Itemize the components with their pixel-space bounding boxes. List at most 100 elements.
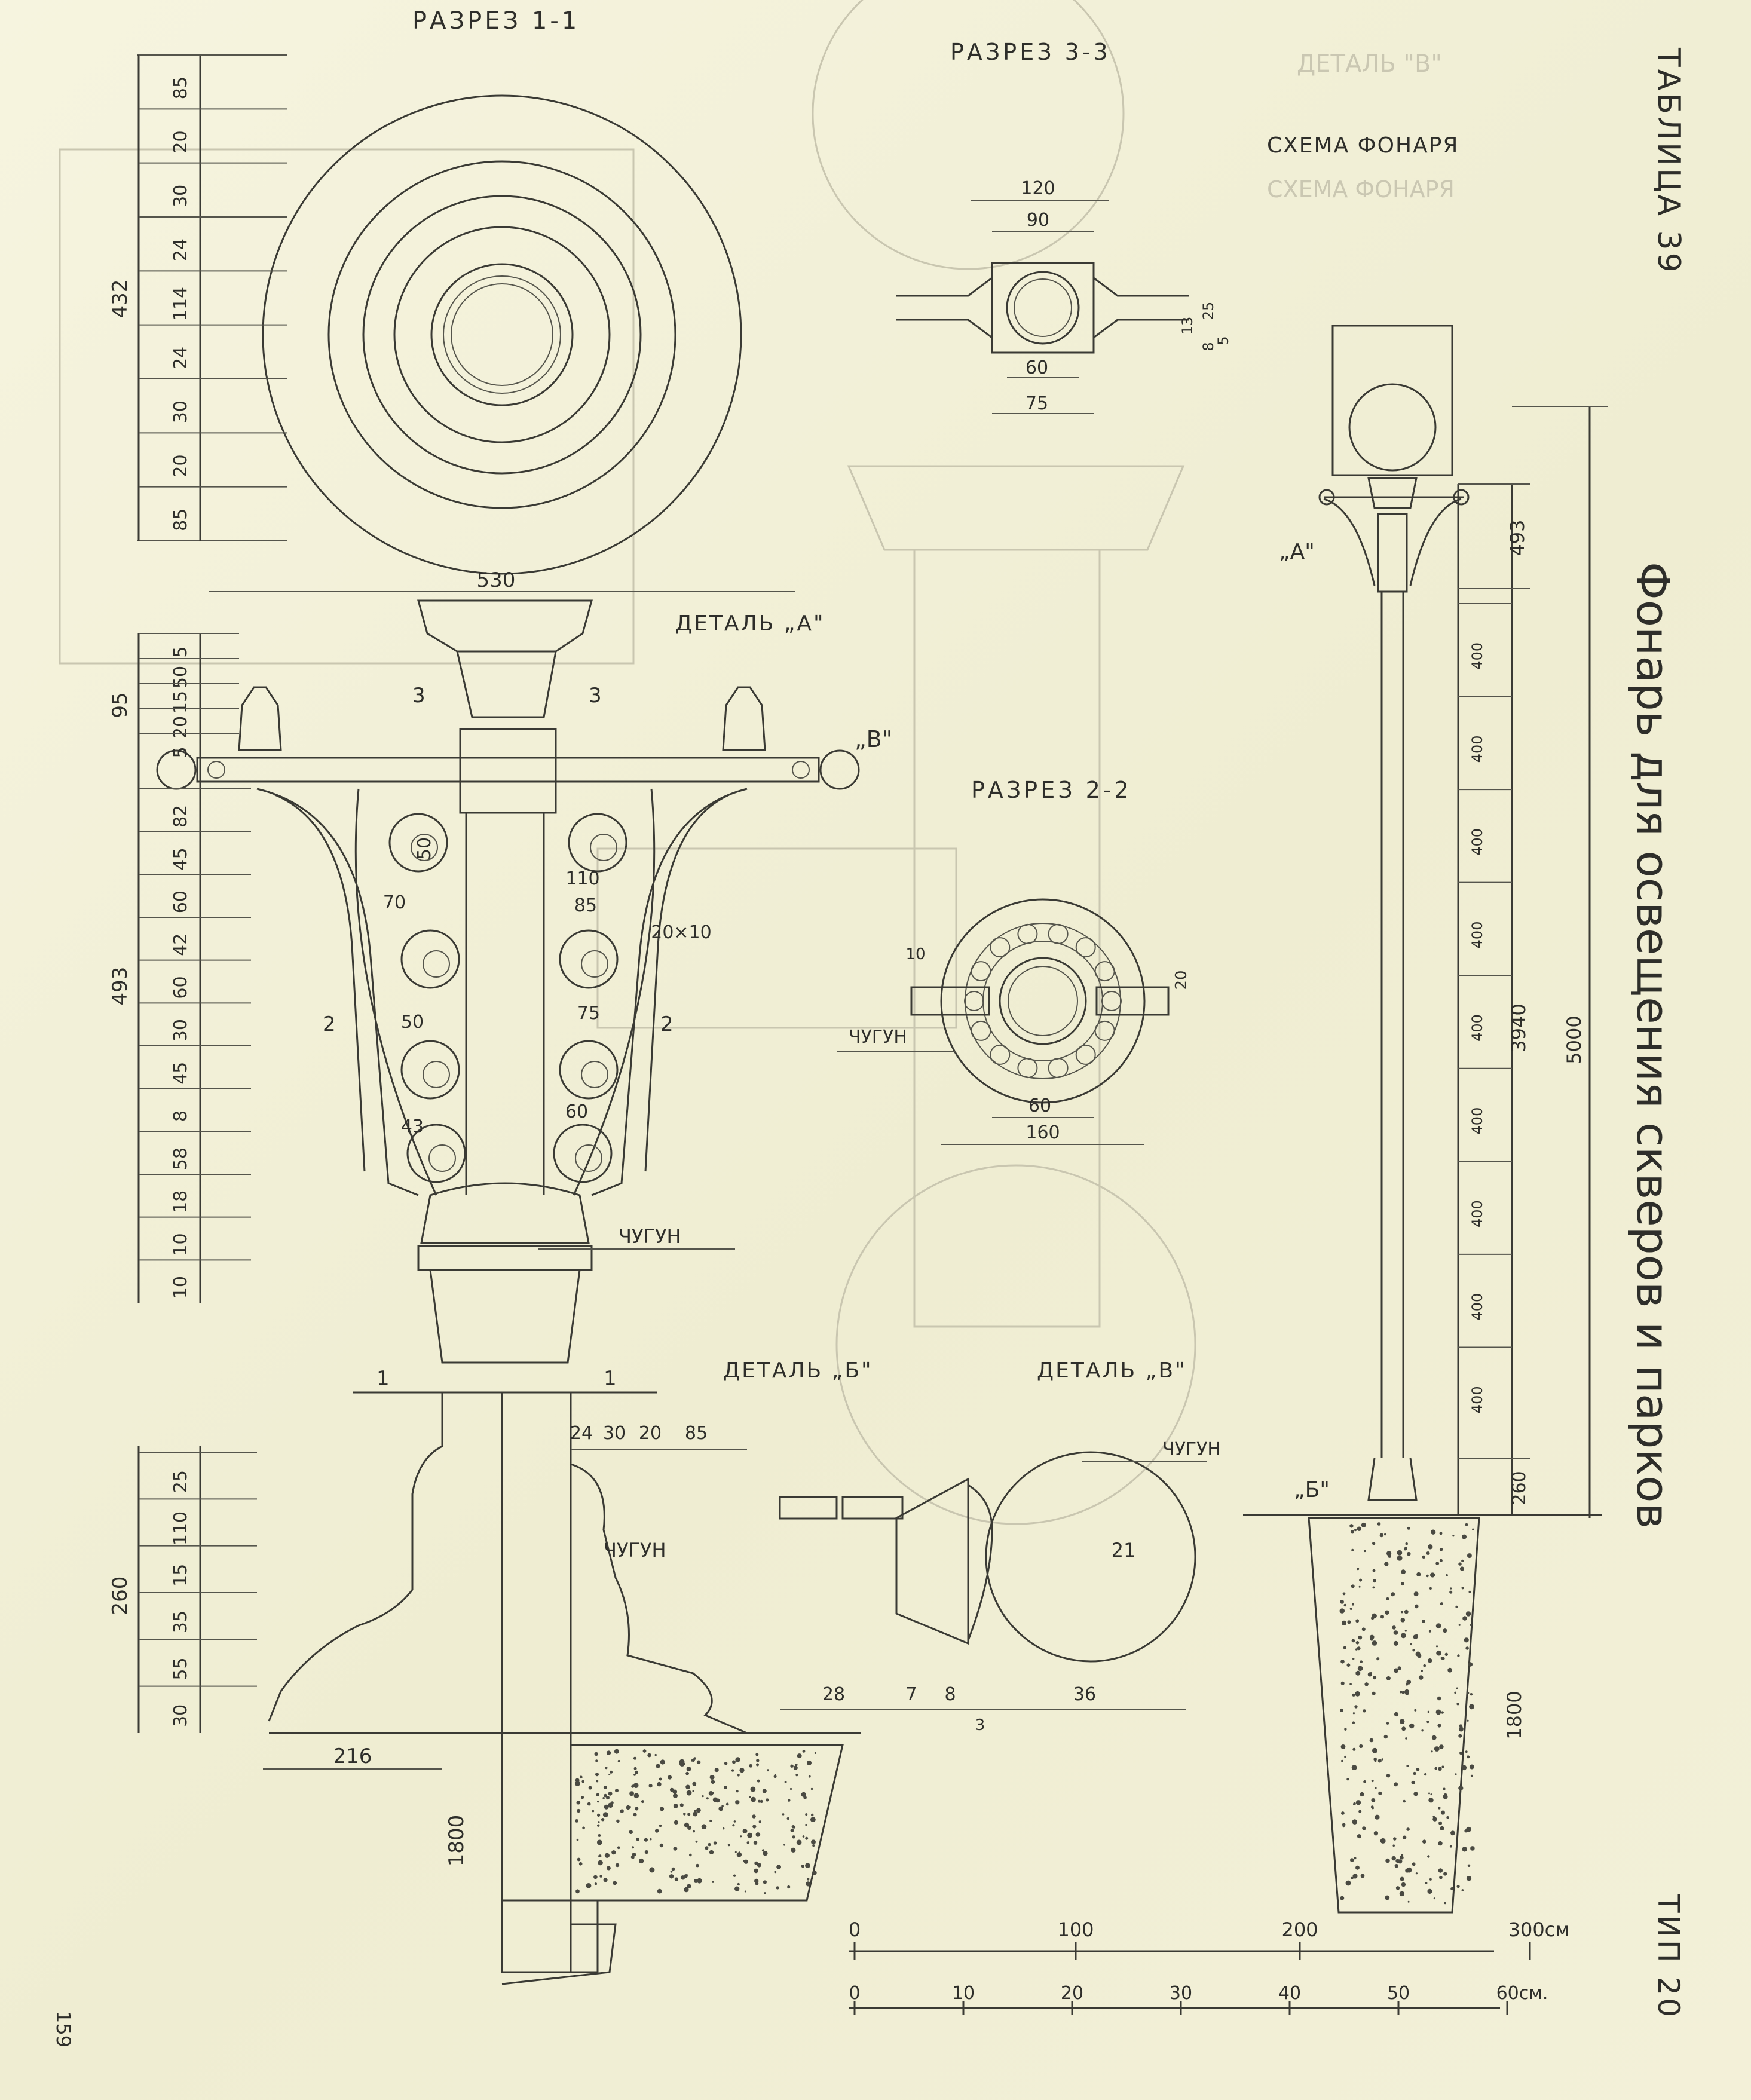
gravel-dot [695,1840,698,1843]
gravel-dot [807,1878,810,1881]
gravel-dot [802,1750,806,1753]
gravel-dot [1355,1619,1360,1623]
gravel-dot [1357,1666,1363,1672]
petal [990,937,1011,958]
gravel-dot [1340,1600,1345,1604]
gravel-dot [635,1770,638,1774]
gravel-dot [1431,1735,1437,1740]
gravel-dot [783,1844,785,1846]
gravel-dot [1425,1882,1428,1884]
gravel-dot [576,1838,579,1841]
gravel-dot [594,1882,598,1885]
gravel-dot [1380,1615,1385,1619]
gravel-dot [1378,1791,1382,1795]
gravel-dot [787,1885,791,1889]
gravel-dot [718,1806,723,1811]
gravel-dot [1393,1837,1397,1841]
gravel-dot [604,1793,607,1798]
gravel-dot [1438,1807,1441,1810]
gravel-dot [1435,1562,1440,1566]
gravel-dot [1415,1634,1418,1637]
gravel-dot [1438,1767,1442,1771]
gravel-dot [767,1769,769,1772]
gravel-dot [1415,1604,1419,1609]
svg-text:ДЕТАЛЬ "В": ДЕТАЛЬ "В" [1297,50,1442,78]
dim-value: 114 [170,287,191,321]
page-number: 159 [52,2011,75,2047]
dim-value: 120 [1021,178,1055,199]
gravel-dot [1358,1810,1362,1813]
gravel-dot [581,1780,584,1783]
gravel-dot [807,1760,812,1765]
gravel-dot [1395,1886,1400,1890]
petal [1017,1058,1038,1079]
gravel-dot [1440,1810,1445,1815]
gravel-dot [687,1826,692,1830]
gravel-dot [760,1799,763,1803]
gravel-dot [606,1750,611,1755]
gravel-dot [1415,1872,1418,1875]
gravel-dot [1341,1759,1343,1762]
gravel-dot [782,1813,785,1816]
gravel-dot [1469,1764,1474,1770]
gravel-dot [1467,1553,1472,1559]
gravel-dot [1410,1643,1412,1646]
gravel-dot [792,1835,795,1839]
gravel-dot [786,1817,789,1820]
gravel-dot [790,1829,794,1832]
scroll-curl-inner [590,834,617,861]
gravel-dot [1401,1633,1406,1639]
gravel-dot [755,1832,761,1837]
dim-value: 13 [1179,317,1196,335]
gravel-dot [1411,1780,1415,1784]
show-through-ghost: СХЕМА ФОНАРЯ ДЕТАЛЬ "В" [59,0,1455,1525]
gravel-dot [1470,1774,1473,1777]
scale-label: 60см. [1496,1983,1548,2004]
gravel-dot [1372,1747,1377,1753]
gravel-dot [692,1790,694,1792]
detail-v-label: ДЕТАЛЬ „В" [1037,1358,1187,1383]
gravel-dot [649,1867,655,1873]
gravel-dot [1361,1522,1366,1527]
gravel-dot [644,1850,648,1854]
scroll-curl-inner [411,834,438,861]
dim-value: 18 [170,1190,191,1213]
gravel-dot [737,1882,740,1886]
gravel-dot [596,1839,602,1845]
gravel-dot [1393,1630,1398,1635]
type-label: ТИП 20 [1651,1894,1686,2019]
gravel-dot [752,1814,756,1819]
gravel-dot [608,1774,611,1775]
gravel-dot [1439,1875,1443,1879]
gravel-dot [1418,1675,1424,1680]
gravel-dot [1386,1676,1391,1680]
gravel-dot [732,1760,736,1764]
dim-value: 5 [1215,336,1232,345]
gravel-dot [790,1764,794,1768]
gravel-dot [1355,1800,1361,1805]
gravel-dot [639,1858,644,1864]
dim-value: 60 [1028,1095,1051,1116]
material-label-4: ЧУГУН [1162,1439,1221,1460]
dim-value: 85 [170,509,191,531]
gravel-dot [766,1798,769,1802]
gravel-dot [1355,1648,1358,1651]
gravel-dot [754,1861,758,1865]
gravel-dot [620,1809,624,1813]
gravel-dot [774,1871,777,1874]
gravel-dot [582,1826,585,1830]
gravel-dot [1441,1765,1444,1768]
gravel-dot [1405,1737,1407,1740]
gravel-dot [1379,1533,1384,1538]
gravel-dot [1392,1844,1395,1847]
gravel-dot [1407,1551,1411,1556]
gravel-dot [684,1887,689,1893]
gravel-dot [1438,1821,1443,1825]
gravel-dot [1401,1726,1406,1731]
gravel-dot [683,1813,686,1816]
gravel-dot [1458,1734,1462,1738]
section-mark-3-left: 3 [412,684,425,708]
